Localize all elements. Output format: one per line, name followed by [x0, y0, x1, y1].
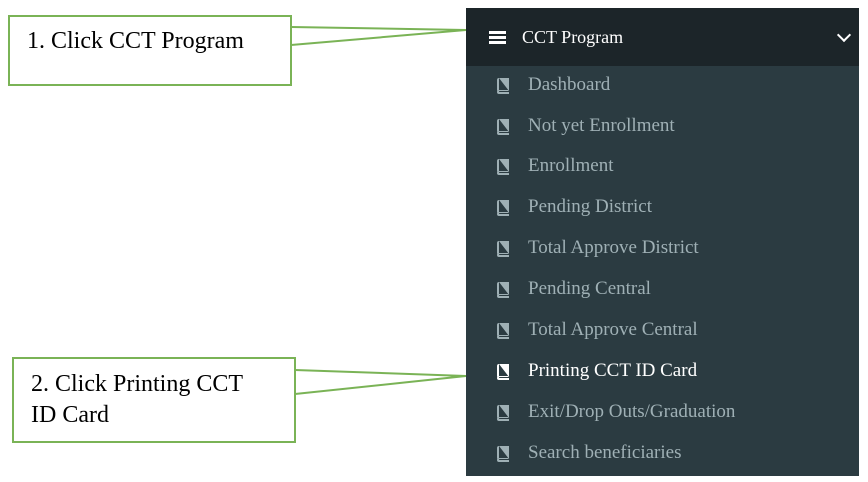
sidebar-item-label: Not yet Enrollment [528, 115, 675, 136]
sidebar-item-label: Total Approve District [528, 237, 699, 258]
book-icon [497, 241, 509, 257]
sidebar: CCT Program Dashboard Not yet Enrollment… [466, 8, 859, 476]
hamburger-icon [489, 30, 506, 44]
sidebar-item-label: Pending Central [528, 278, 651, 299]
leader-line-1a [290, 26, 467, 31]
sidebar-item-label: Pending District [528, 196, 653, 217]
sidebar-item-label: Exit/Drop Outs/Graduation [528, 401, 736, 422]
chevron-down-icon[interactable] [836, 27, 852, 43]
sidebar-item-pending-district[interactable]: Pending District [466, 188, 859, 228]
sidebar-item-label: Printing CCT ID Card [528, 360, 698, 381]
book-icon [497, 78, 509, 94]
sidebar-item-label: Search beneficiaries [528, 442, 682, 463]
book-icon [497, 364, 509, 380]
book-icon [497, 159, 509, 175]
callout-step-1-text: 1. Click CCT Program [27, 28, 244, 54]
sidebar-header-title: CCT Program [522, 26, 624, 47]
callout-step-1: 1. Click CCT Program [8, 15, 292, 86]
book-icon [497, 405, 509, 421]
sidebar-item-printing-cct-id-card[interactable]: Printing CCT ID Card [466, 352, 859, 392]
sidebar-item-label: Total Approve Central [528, 319, 698, 340]
callout-step-2-text-line1: 2. Click Printing CCT [31, 371, 244, 397]
sidebar-item-label: Enrollment [528, 155, 614, 176]
book-icon [497, 446, 509, 462]
book-icon [497, 323, 509, 339]
book-icon [497, 282, 509, 298]
leader-line-2b [294, 375, 467, 395]
book-icon [497, 119, 509, 135]
sidebar-item-total-approve-district[interactable]: Total Approve District [466, 229, 859, 269]
callout-step-2-text-line2: ID Card [31, 402, 109, 428]
sidebar-item-search-beneficiaries[interactable]: Search beneficiaries [466, 434, 859, 474]
sidebar-header-cct-program[interactable]: CCT Program [466, 8, 859, 66]
callout-step-2: 2. Click Printing CCT ID Card [12, 357, 296, 443]
leader-line-1b [290, 29, 467, 46]
sidebar-item-total-approve-central[interactable]: Total Approve Central [466, 311, 859, 351]
sidebar-item-enrollment[interactable]: Enrollment [466, 147, 859, 187]
sidebar-item-label: Dashboard [528, 74, 611, 95]
sidebar-item-not-yet-enrollment[interactable]: Not yet Enrollment [466, 107, 859, 147]
book-icon [497, 200, 509, 216]
leader-line-2a [294, 369, 467, 377]
sidebar-item-dashboard[interactable]: Dashboard [466, 66, 859, 106]
sidebar-item-exit-drop-outs-graduation[interactable]: Exit/Drop Outs/Graduation [466, 393, 859, 433]
sidebar-item-pending-central[interactable]: Pending Central [466, 270, 859, 310]
